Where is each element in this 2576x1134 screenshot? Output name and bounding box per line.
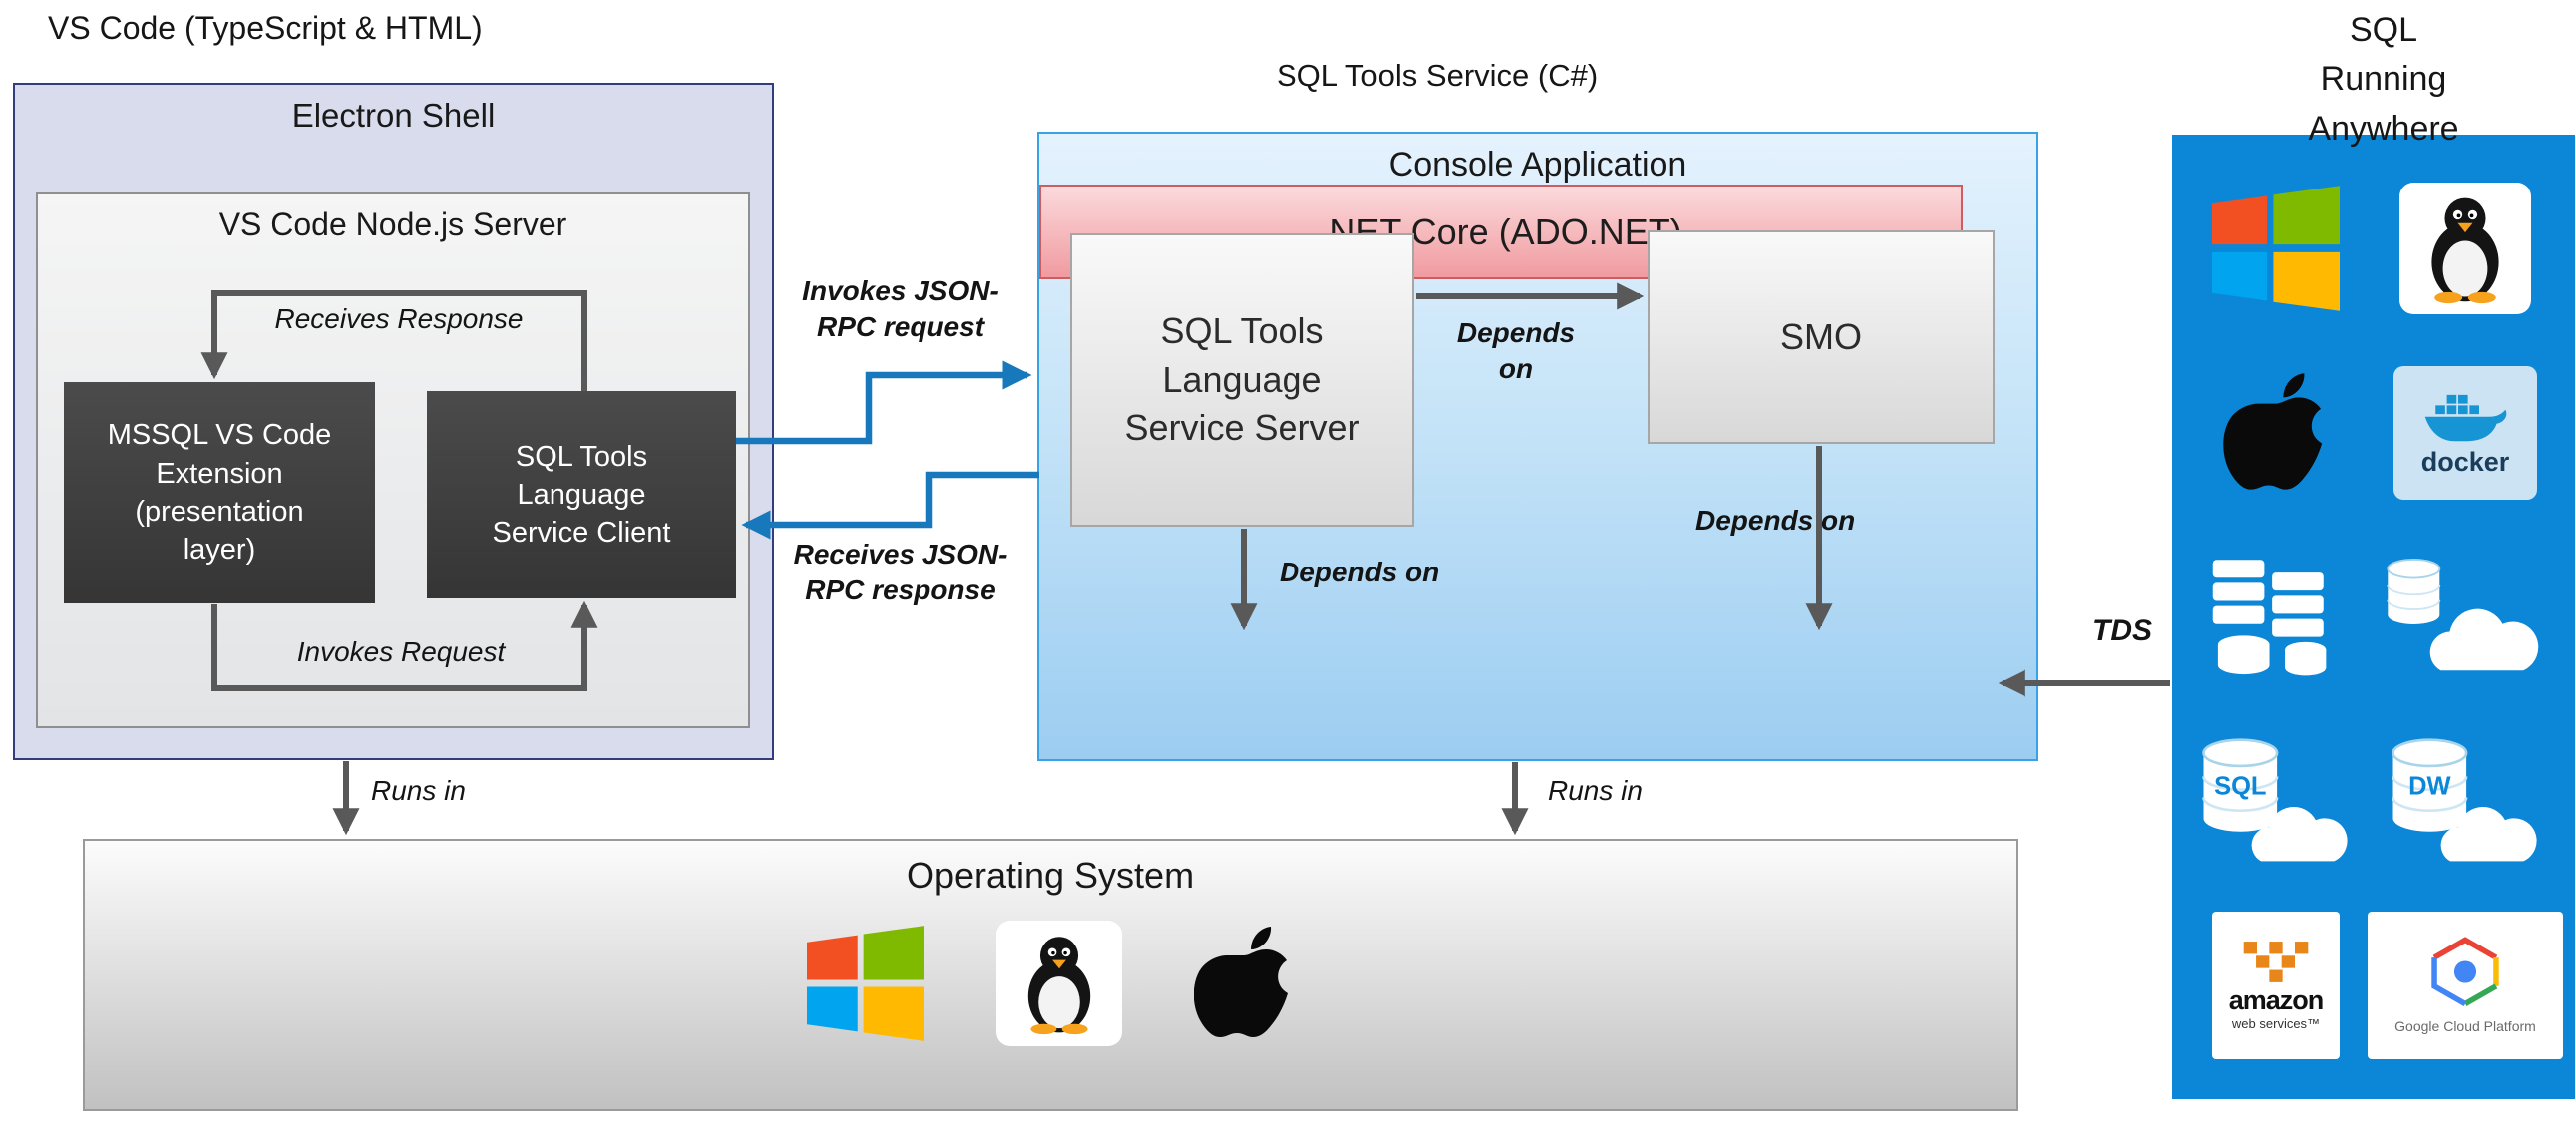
invokes-jsonrpc-arrow [736,360,1032,445]
aws-icon: amazon web services™ [2212,911,2340,1059]
operating-system-title: Operating System [906,855,1195,896]
runs-in-left-label: Runs in [371,775,466,806]
aws-cubes-icon [2243,941,2309,982]
sql-tools-service-title: SQL Tools Service (C#) [1277,58,1599,93]
invokes-request-label: Invokes Request [296,636,506,667]
docker-icon: docker [2393,365,2537,500]
electron-shell-container: Electron Shell VS Code Node.js Server MS… [13,83,774,760]
cloud-database-icon [2382,557,2549,676]
docker-label: docker [2420,447,2510,478]
node-server-title: VS Code Node.js Server [218,206,567,242]
mssql-extension-box: MSSQL VS Code Extension (presentation la… [64,382,375,603]
runs-in-center-label: Runs in [1548,775,1643,806]
depends-on-server-netcore-label: Depends on [1280,557,1440,587]
aws-sub-label: web services™ [2231,1015,2321,1031]
gcp-hexagon-icon [2431,937,2499,1007]
dw-database-label: DW [2408,773,2451,801]
console-application-title: Console Application [1388,146,1687,184]
receives-response-label: Receives Response [274,303,524,334]
sql-database-cloud-icon: SQL [2193,736,2359,866]
linux-icon [996,921,1122,1046]
sql-database-label: SQL [2214,773,2266,801]
os-icons-row [85,921,2016,1046]
vscode-title: VS Code (TypeScript & HTML) [48,10,483,46]
receives-jsonrpc-arrow [741,471,1039,540]
service-client-box: SQL Tools Language Service Client [427,391,736,598]
windows-icon [807,925,924,1042]
gcp-label: Google Cloud Platform [2394,1018,2536,1035]
console-application-container: Console Application SQL Tools Language S… [1037,132,2038,761]
depends-on-smo-netcore-label: Depends on [1695,505,1856,536]
windows-icon [2212,185,2340,312]
servers-icon [2205,552,2347,681]
invokes-jsonrpc-label: Invokes JSON- RPC request [802,275,999,342]
smo-box: SMO [1648,230,1995,444]
tds-label: TDS [2092,614,2152,647]
aws-name-label: amazon [2228,984,2325,1015]
sql-anywhere-panel: docker SQL DW [2172,135,2575,1099]
apple-icon [1194,923,1293,1044]
dw-database-cloud-icon: DW [2383,736,2548,866]
linux-icon [2399,183,2531,315]
electron-shell-title: Electron Shell [291,97,496,134]
sql-running-anywhere-title: SQL Running Anywhere [2308,11,2459,148]
gcp-icon: Google Cloud Platform [2368,911,2563,1059]
operating-system-container: Operating System [83,839,2018,1111]
depends-on-smo-label: Depends on [1456,317,1576,384]
language-service-server-box: SQL Tools Language Service Server [1070,233,1414,527]
apple-icon [2223,369,2329,497]
receives-jsonrpc-label: Receives JSON- RPC response [793,539,1008,605]
node-server-container: VS Code Node.js Server MSSQL VS Code Ext… [36,192,750,728]
